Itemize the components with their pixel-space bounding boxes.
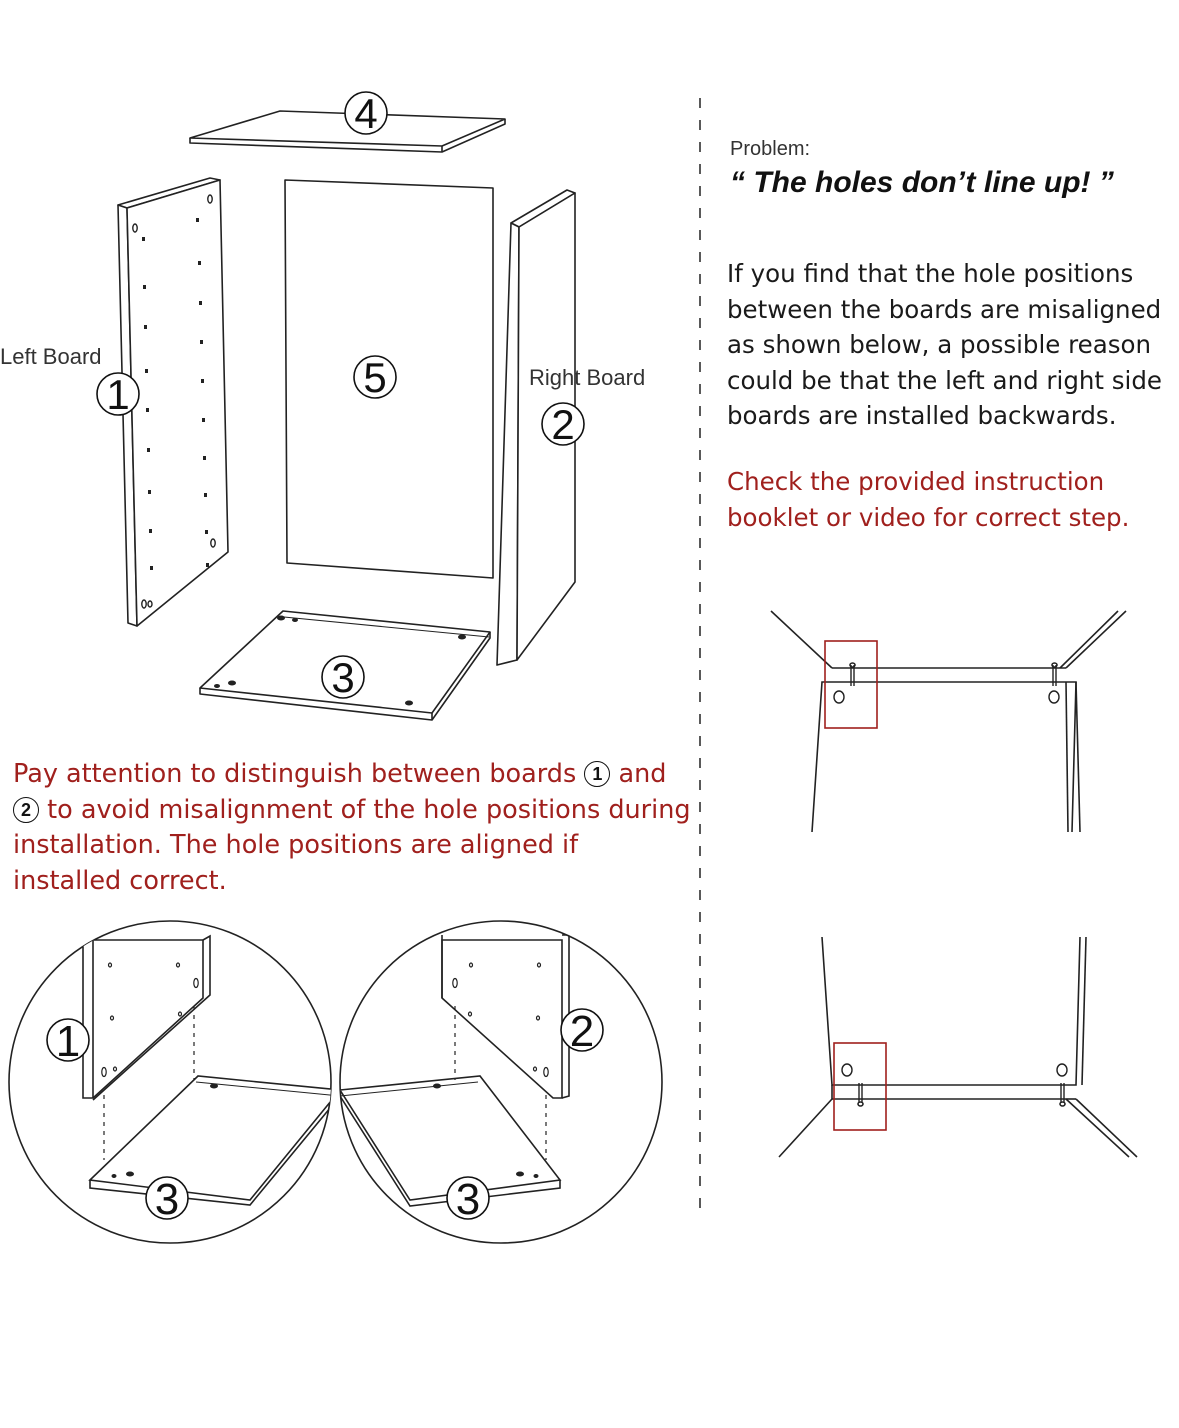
detail-circle-left: 1 3: [8, 920, 332, 1244]
detail-right-number-3: 3: [456, 1175, 480, 1224]
left-board-holes: [142, 218, 209, 570]
detail-right-number-2: 2: [570, 1007, 594, 1056]
right-board-label: Right Board: [529, 365, 645, 390]
attention-text-b: and: [618, 759, 667, 789]
misaligned-example-top: [770, 610, 1127, 833]
board-4-top: [189, 110, 506, 153]
attention-note: Pay attention to distinguish between boa…: [13, 757, 693, 899]
bottom-board-holes: [214, 615, 466, 706]
detail-circle-right: 2 3: [339, 920, 663, 1244]
problem-quote: “ The holes don’t line up! ”: [730, 166, 1114, 199]
check-instructions-note: Check the provided instruction booklet o…: [727, 467, 1130, 532]
problem-label: Problem:: [730, 138, 811, 160]
board-badge-1: 1: [584, 761, 611, 787]
part-number-2: 2: [551, 401, 574, 448]
problem-explanation: If you find that the hole positions betw…: [727, 259, 1162, 430]
misaligned-example-bottom: [778, 936, 1138, 1158]
attention-text-a: Pay attention to distinguish between boa…: [13, 759, 577, 789]
part-number-5: 5: [363, 354, 386, 401]
left-board-label: Left Board: [0, 344, 102, 369]
part-number-3: 3: [331, 654, 354, 701]
detail-left-number-3: 3: [155, 1175, 179, 1224]
detail-left-number-1: 1: [56, 1017, 80, 1066]
attention-text-c: to avoid misalignment of the hole positi…: [13, 794, 691, 896]
board-1-left: [117, 177, 229, 627]
board-badge-2: 2: [13, 796, 39, 823]
part-number-1: 1: [106, 371, 129, 418]
part-number-4: 4: [354, 90, 377, 137]
